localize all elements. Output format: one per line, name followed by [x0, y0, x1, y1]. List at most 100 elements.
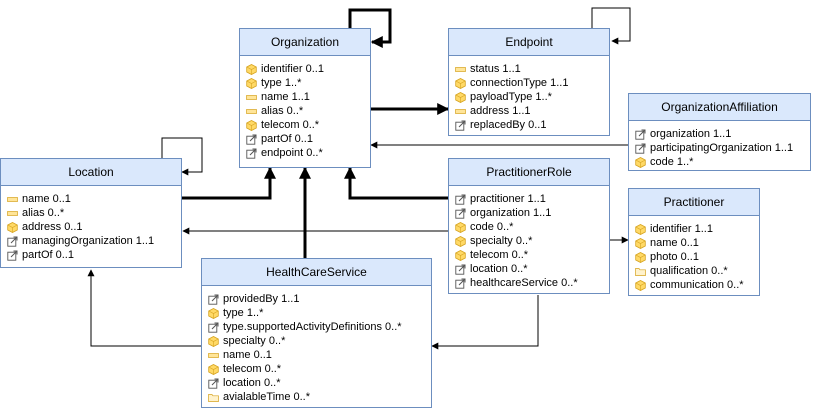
attribute-row: name 0..1 — [208, 348, 431, 362]
class-title: Location — [1, 159, 181, 186]
attribute-row: communication 0..* — [635, 278, 759, 292]
attribute-row: identifier 0..1 — [246, 62, 370, 76]
attribute-label: avialableTime 0..* — [223, 391, 311, 403]
attribute-label: name 0..1 — [650, 237, 699, 249]
primitive-icon — [455, 64, 466, 75]
edge-healthcare-location — [87, 269, 201, 347]
reference-icon — [7, 250, 18, 261]
attribute-label: partOf 0..1 — [261, 133, 313, 145]
element-icon — [246, 77, 257, 89]
attribute-label: identifier 0..1 — [261, 63, 324, 75]
attribute-row: code 0..* — [455, 220, 609, 234]
attribute-label: organization 1..1 — [650, 128, 732, 140]
attribute-row: connectionType 1..1 — [455, 76, 609, 90]
attribute-row: name 0..1 — [635, 236, 759, 250]
primitive-icon — [455, 106, 466, 117]
attribute-label: participatingOrganization 1..1 — [650, 142, 794, 154]
element-icon — [455, 91, 466, 103]
element-icon — [455, 249, 466, 261]
reference-icon — [455, 120, 466, 131]
attribute-label: replacedBy 0..1 — [470, 119, 547, 131]
attribute-label: type 1..* — [261, 77, 302, 89]
attribute-label: telecom 0..* — [261, 119, 320, 131]
attribute-label: address 0..1 — [22, 221, 83, 233]
attribute-label: name 0..1 — [22, 193, 71, 205]
element-icon — [455, 77, 466, 89]
attribute-label: specialty 0..* — [470, 235, 533, 247]
attribute-label: address 1..1 — [470, 105, 531, 117]
attribute-label: name 1..1 — [261, 91, 310, 103]
folder-icon — [635, 266, 646, 277]
reference-icon — [635, 143, 646, 154]
attribute-label: qualification 0..* — [650, 265, 728, 277]
attribute-row: alias 0..* — [7, 206, 181, 220]
reference-icon — [7, 236, 18, 247]
attribute-row: alias 0..* — [246, 104, 370, 118]
attribute-label: connectionType 1..1 — [470, 77, 569, 89]
element-icon — [635, 156, 646, 168]
element-icon — [635, 251, 646, 263]
attribute-label: type.supportedActivityDefinitions 0..* — [223, 321, 402, 333]
attribute-row: name 0..1 — [7, 192, 181, 206]
attribute-label: managingOrganization 1..1 — [22, 235, 155, 247]
attribute-label: code 1..* — [650, 156, 694, 168]
edge-location-self — [161, 137, 203, 176]
reference-icon — [455, 264, 466, 275]
attribute-label: practitioner 1..1 — [470, 193, 546, 205]
attribute-label: alias 0..* — [261, 105, 304, 117]
folder-icon — [208, 392, 219, 403]
class-title: Endpoint — [449, 29, 609, 56]
class-title: Organization — [240, 29, 370, 56]
class-title: Practitioner — [629, 189, 759, 216]
primitive-icon — [7, 208, 18, 219]
attribute-label: partOf 0..1 — [22, 249, 74, 261]
edge-organization-self — [348, 8, 392, 48]
attribute-list: organization 1..1 participatingOrganizati… — [629, 121, 810, 169]
attribute-row: avialableTime 0..* — [208, 390, 431, 404]
attribute-label: endpoint 0..* — [261, 147, 323, 159]
element-icon — [635, 223, 646, 235]
element-icon — [208, 335, 219, 347]
element-icon — [246, 119, 257, 131]
attribute-label: specialty 0..* — [223, 335, 286, 347]
attribute-label: payloadType 1..* — [470, 91, 552, 103]
edge-location-organization — [182, 166, 276, 200]
element-icon — [455, 221, 466, 233]
attribute-label: location 0..* — [470, 263, 528, 275]
attribute-label: location 0..* — [223, 377, 281, 389]
attribute-label: healthcareService 0..* — [470, 277, 578, 289]
primitive-icon — [208, 350, 219, 361]
attribute-row: telecom 0..* — [208, 362, 431, 376]
reference-icon — [455, 194, 466, 205]
attribute-label: name 0..1 — [223, 349, 272, 361]
attribute-row: partOf 0..1 — [246, 132, 370, 146]
attribute-label: code 0..* — [470, 221, 514, 233]
reference-icon — [208, 378, 219, 389]
attribute-row: identifier 1..1 — [635, 222, 759, 236]
class-organization[interactable]: Organization identifier 0..1 type 1..* name… — [239, 28, 371, 168]
attribute-row: partOf 0..1 — [7, 248, 181, 262]
attribute-row: managingOrganization 1..1 — [7, 234, 181, 248]
class-title: OrganizationAffiliation — [629, 94, 810, 121]
attribute-row: practitioner 1..1 — [455, 192, 609, 206]
attribute-row: providedBy 1..1 — [208, 292, 431, 306]
reference-icon — [246, 134, 257, 145]
reference-icon — [455, 208, 466, 219]
edge-endpoint-self — [591, 7, 631, 45]
element-icon — [7, 221, 18, 233]
attribute-label: photo 0..1 — [650, 251, 699, 263]
attribute-row: endpoint 0..* — [246, 146, 370, 160]
attribute-row: code 1..* — [635, 155, 810, 169]
reference-icon — [246, 148, 257, 159]
attribute-row: organization 1..1 — [635, 127, 810, 141]
attribute-row: qualification 0..* — [635, 264, 759, 278]
